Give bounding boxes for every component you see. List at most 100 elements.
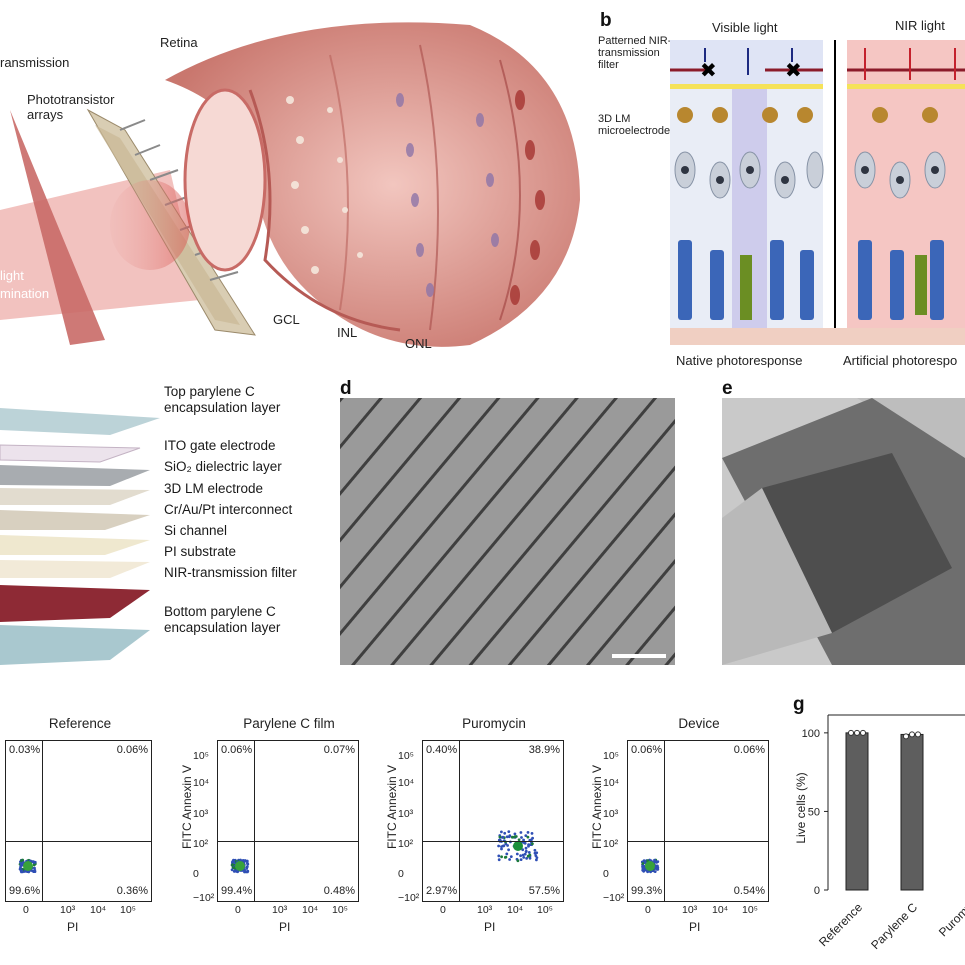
bar-1 [900, 733, 924, 891]
quadrant-ul: 0.03% [9, 744, 41, 756]
y-tick-label: 10⁵ [193, 750, 210, 762]
layer-si-channel: Si channel [164, 523, 228, 538]
flow-plot-1: 0.06%0.07%99.4%0.48% [217, 740, 359, 902]
panel-d-sem-image [340, 398, 675, 665]
quadrant-lr: 0.54% [733, 885, 765, 897]
panel-d-letter: d [340, 378, 352, 399]
y-tick-label: −10² [603, 892, 625, 904]
x-tick-label: 0 [645, 904, 651, 916]
panel-e-letter: e [722, 378, 733, 399]
quadrant-ur: 0.06% [116, 744, 148, 756]
y-tick-label: 10² [398, 838, 414, 850]
quadrant-ll: 99.4% [221, 885, 253, 897]
x-tick-label: 10⁴ [90, 904, 107, 916]
layer-sio2-dielectric: SiO₂ dielectric layer [164, 459, 282, 474]
y-tick-label: 0 [398, 868, 404, 880]
layer-3d-lm-electrode: 3D LM electrode [164, 481, 264, 496]
scatter-dots [18, 858, 37, 874]
scale-bar [612, 654, 666, 658]
quadrant-horizontal-line [423, 841, 563, 842]
data-point [909, 731, 915, 738]
y-tick-label: 100 [802, 728, 820, 740]
x-tick-label: 10³ [60, 904, 76, 916]
panel-b-letter: b [600, 10, 612, 31]
x-tick-label: 10⁵ [742, 904, 759, 916]
data-point [854, 729, 860, 736]
panel-e-sem-image [722, 398, 965, 665]
y-tick-label: 10⁴ [193, 777, 210, 789]
flow-plot-title: Reference [48, 716, 112, 731]
y-tick-label: 10⁵ [603, 750, 620, 762]
x-category-label: Reference [816, 900, 865, 949]
y-tick-label: 10³ [603, 808, 619, 820]
y-tick-label: 10³ [398, 808, 414, 820]
flow-plot-title: Parylene C film [243, 716, 335, 731]
label-illumination: mination [0, 286, 50, 301]
x-category-label: Puromy [936, 900, 965, 939]
x-tick-label: 10⁴ [302, 904, 319, 916]
quadrant-ul: 0.06% [631, 744, 663, 756]
x-tick-label: 10³ [272, 904, 288, 916]
x-tick-label: 10⁴ [712, 904, 729, 916]
y-axis-label: FITC Annexin V [385, 764, 399, 850]
label-phototransistor-arrays: Phototransistor arrays [27, 92, 115, 122]
quadrant-ur: 38.9% [528, 744, 560, 756]
scatter-dots [497, 830, 539, 863]
quadrant-vertical-line [42, 741, 43, 901]
scatter-dots [640, 858, 660, 874]
label-light: light [0, 268, 24, 283]
layer-pi-substrate: PI substrate [164, 544, 237, 559]
scatter-dots [230, 858, 250, 874]
y-tick-label: 10² [193, 838, 209, 850]
quadrant-lr: 0.36% [116, 885, 148, 897]
x-axis-label: PI [689, 920, 701, 934]
label-onl: ONL [405, 336, 432, 351]
y-tick-label: −10² [398, 892, 420, 904]
flow-plot-3: 0.06%0.06%99.3%0.54% [627, 740, 769, 902]
label-inl: INL [337, 325, 358, 340]
block-icon: ✖ [785, 58, 802, 82]
block-icon: ✖ [700, 58, 717, 82]
layer-top-parylene: Top parylene C encapsulation layer [164, 384, 281, 415]
data-point [860, 729, 866, 736]
x-axis-label: PI [67, 920, 79, 934]
x-tick-label: 0 [23, 904, 29, 916]
x-tick-label: 0 [440, 904, 446, 916]
y-tick-label: 10⁴ [603, 777, 620, 789]
native-photoresponse-label: Native photoresponse [676, 353, 803, 368]
flow-plot-title: Puromycin [462, 716, 526, 731]
bar-0 [845, 732, 869, 891]
y-tick-label: 10⁴ [398, 777, 415, 789]
quadrant-ur: 0.07% [323, 744, 355, 756]
y-tick-label: 10³ [193, 808, 209, 820]
layer-cr-au-pt: Cr/Au/Pt interconnect [164, 502, 293, 517]
x-tick-label: 10³ [682, 904, 698, 916]
x-axis-label: PI [279, 920, 291, 934]
quadrant-horizontal-line [218, 841, 358, 842]
x-tick-label: 10⁵ [120, 904, 137, 916]
layer-bottom-parylene: Bottom parylene C encapsulation layer [164, 604, 281, 635]
layer-nir-filter: NIR-transmission filter [164, 565, 297, 580]
quadrant-ll: 99.6% [9, 885, 41, 897]
y-axis-label: FITC Annexin V [590, 764, 604, 850]
x-tick-label: 0 [235, 904, 241, 916]
quadrant-lr: 57.5% [528, 885, 560, 897]
nir-light-title: NIR light [895, 18, 945, 33]
layer-ito-gate: ITO gate electrode [164, 438, 276, 453]
x-category-label: Parylene C [868, 900, 920, 952]
quadrant-ur: 0.06% [733, 744, 765, 756]
visible-light-title: Visible light [712, 20, 778, 35]
x-tick-label: 10⁵ [537, 904, 554, 916]
panel-a-illustration [0, 22, 580, 347]
label-gcl: GCL [273, 312, 300, 327]
data-point [848, 729, 854, 736]
quadrant-ul: 0.40% [426, 744, 458, 756]
x-axis-label: PI [484, 920, 496, 934]
flow-plot-0: 0.03% 0.06% 99.6% 0.36% [5, 740, 152, 902]
y-tick-label: −10² [193, 892, 215, 904]
label-transmission: ransmission [0, 55, 70, 70]
quadrant-vertical-line [664, 741, 665, 901]
y-tick-label: 0 [603, 868, 609, 880]
panel-b-diagram: ✖ ✖ [670, 40, 965, 345]
panel-c-layer-stack [0, 408, 160, 665]
